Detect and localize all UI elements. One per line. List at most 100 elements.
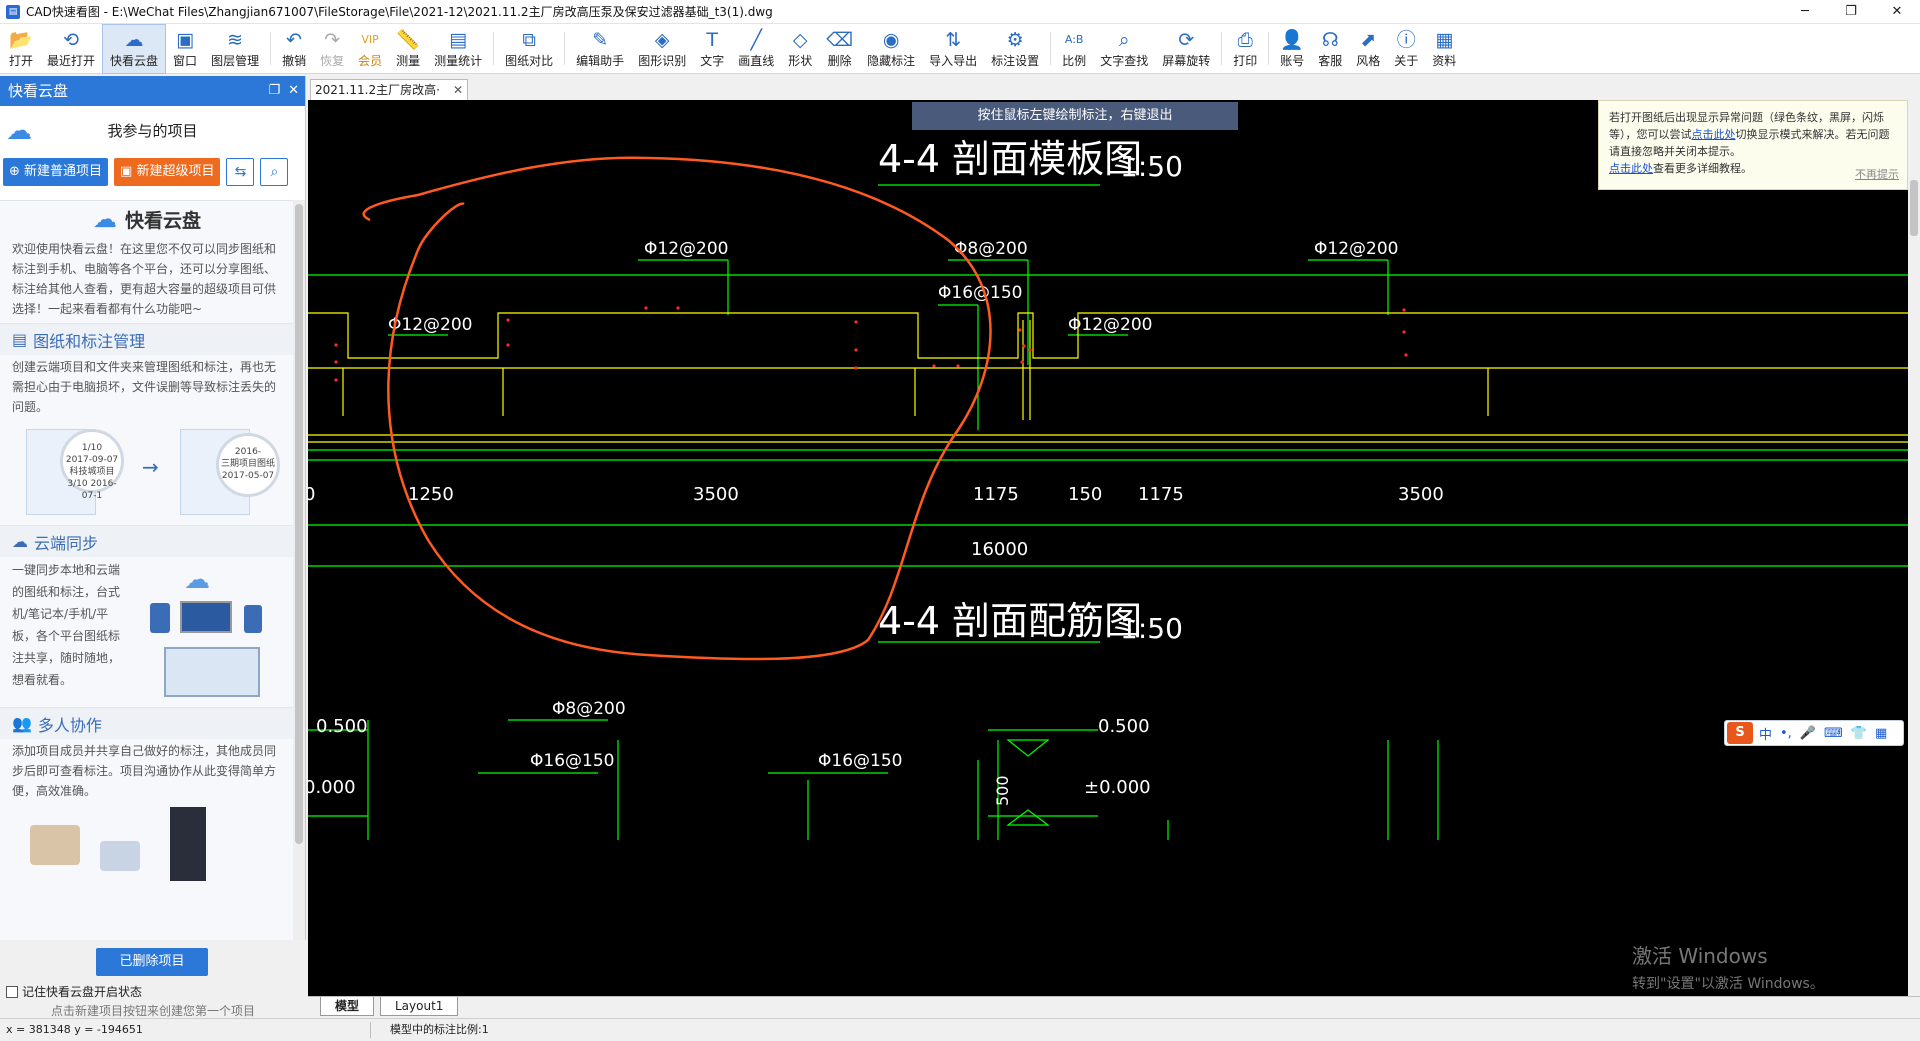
chart-icon: ▤ xyxy=(449,29,468,51)
dont-show-again-link[interactable]: 不再提示 xyxy=(1855,168,1899,181)
delete-button[interactable]: ⌫删除 xyxy=(819,24,860,74)
checkbox-box[interactable] xyxy=(6,985,18,998)
redo-button[interactable]: ↷恢复 xyxy=(313,24,351,74)
canvas-scrollbar[interactable] xyxy=(1908,100,1920,996)
headset-icon: ☊ xyxy=(1321,29,1339,51)
canvas-scroll-thumb[interactable] xyxy=(1910,180,1918,236)
toolbar-separator xyxy=(1268,32,1270,65)
shape-icon: ◇ xyxy=(792,29,808,51)
hide-mark-button[interactable]: ◉隐藏标注 xyxy=(860,24,922,74)
print-button[interactable]: ⎙打印 xyxy=(1226,24,1264,74)
undo-button[interactable]: ↶撤销 xyxy=(275,24,313,74)
markup-freehand-circle[interactable] xyxy=(362,156,992,661)
import-export-button[interactable]: ⇅导入导出 xyxy=(922,24,984,74)
ime-mic-icon[interactable]: 🎤 xyxy=(1799,725,1817,741)
edit-helper-button[interactable]: ✎编辑助手 xyxy=(569,24,631,74)
my-projects-row[interactable]: ☁ 我参与的项目 xyxy=(0,106,305,154)
rebar-dot xyxy=(644,306,648,310)
style-button[interactable]: ⬈风格 xyxy=(1349,24,1387,74)
rotate-button[interactable]: ⟳屏幕旋转 xyxy=(1155,24,1217,74)
eraser-icon: ⌫ xyxy=(826,29,854,51)
display-issue-notice: 若打开图纸后出现显示异常问题（绿色条纹，黑屏，闪烁等），您可以尝试点击此处切换显… xyxy=(1598,100,1908,190)
layers-button[interactable]: ≋ 图层管理 xyxy=(204,24,266,74)
shape-button[interactable]: ◇ 形状 xyxy=(781,24,819,74)
service-label: 客服 xyxy=(1318,54,1343,68)
open-button[interactable]: 📂打开 xyxy=(2,24,40,74)
restore-button[interactable]: ❐ xyxy=(1845,4,1857,19)
cloud-button[interactable]: ☁快看云盘 xyxy=(102,24,167,74)
window-controls: ─ ❐ ✕ xyxy=(1782,0,1920,24)
cloud-panel-title: 快看云盘 xyxy=(8,82,69,100)
toolbar-separator xyxy=(493,32,495,65)
settings-icon: ⚙ xyxy=(1006,29,1024,51)
rotate-icon: ⟳ xyxy=(1178,29,1195,51)
toolbar-separator xyxy=(270,32,272,65)
line-button[interactable]: ╱画直线 xyxy=(731,24,781,74)
minimize-button[interactable]: ─ xyxy=(1801,4,1809,19)
status-bar: x = 381348 y = -194651 模型中的标注比例:1 xyxy=(0,1018,1920,1040)
eye-hide-icon: ◉ xyxy=(882,29,900,51)
document-tab-label: 2021.11.2主厂房改高· xyxy=(315,83,440,97)
ime-keyboard-icon[interactable]: ⌨ xyxy=(1824,725,1843,741)
deleted-projects-button[interactable]: 已删除项目 xyxy=(96,948,208,976)
drawing-canvas[interactable]: 4-4 剖面模板图 1:50 4-4 剖面配筋图 1:50 Φ12@200 Φ8… xyxy=(308,100,1908,996)
rebar-label: Φ12@200 xyxy=(644,239,728,259)
find-text-button[interactable]: ⌕文字查找 xyxy=(1093,24,1155,74)
new-super-project-button[interactable]: ▣ 新建超级项目 xyxy=(114,158,221,186)
panel-scroll-thumb[interactable] xyxy=(295,204,303,844)
docs-button[interactable]: ▦资料 xyxy=(1425,24,1463,74)
panel-float-icon[interactable]: ❐ xyxy=(268,83,281,98)
slab-outline xyxy=(308,312,1908,359)
sync-illustration: ☁ xyxy=(140,557,280,707)
ime-punctuation-icon[interactable]: •, xyxy=(1780,725,1792,741)
compare-button[interactable]: ⧉图纸对比 xyxy=(498,24,560,74)
remember-state-checkbox[interactable]: 记住快看云盘开启状态 xyxy=(6,983,142,1000)
rebar-label: Φ16@150 xyxy=(938,283,1022,303)
service-button[interactable]: ☊ 客服 xyxy=(1311,24,1349,74)
sync-icon[interactable]: ⇆ xyxy=(226,158,255,186)
sogou-icon[interactable]: S xyxy=(1727,722,1753,744)
rebar-dot xyxy=(676,306,680,310)
section-drawing-management: ▤ 图纸和标注管理 xyxy=(0,323,294,355)
account-button[interactable]: 👤账号 xyxy=(1273,24,1311,74)
notice-link-switch-mode[interactable]: 点击此处 xyxy=(1691,128,1736,141)
search-icon[interactable]: ⌕ xyxy=(260,158,289,186)
annotation-scale: 模型中的标注比例:1 xyxy=(390,1023,489,1036)
docs-label: 资料 xyxy=(1432,54,1457,68)
toolbar-separator xyxy=(1050,32,1052,65)
sync-body: 一键同步本地和云端的图纸和标注，台式机/笔记本/手机/平板，各个平台图纸标注共享… xyxy=(0,557,294,707)
ime-menu-icon[interactable]: ▦ xyxy=(1874,725,1888,741)
close-button[interactable]: ✕ xyxy=(1891,4,1903,19)
style-icon: ⬈ xyxy=(1360,29,1377,51)
mark-settings-button[interactable]: ⚙标注设置 xyxy=(984,24,1046,74)
measure-button[interactable]: 📏测量 xyxy=(389,24,427,74)
panel-close-icon[interactable]: ✕ xyxy=(288,83,299,98)
recent-button[interactable]: ⟲最近打开 xyxy=(40,24,102,74)
item-year: 2016- xyxy=(234,447,262,457)
ime-chinese-mode[interactable]: 中 xyxy=(1759,727,1773,743)
item-date: 2017-09-07 xyxy=(65,455,119,465)
shape-recog-button[interactable]: ◈图形识别 xyxy=(631,24,693,74)
new-normal-project-button[interactable]: ⊕ 新建普通项目 xyxy=(3,158,109,186)
cad-drawing[interactable]: 4-4 剖面模板图 1:50 4-4 剖面配筋图 1:50 Φ12@200 Φ8… xyxy=(308,100,1908,996)
shape-label: 形状 xyxy=(788,54,813,68)
layers-icon: ≋ xyxy=(227,29,244,51)
cloud-panel: 快看云盘 ❐ ✕ ☁ 我参与的项目 ⊕ 新建普通项目 ▣ 新建超级项目 ⇆ ⌕ ☁… xyxy=(0,76,306,1021)
ime-skin-icon[interactable]: 👕 xyxy=(1850,725,1867,741)
document-tab[interactable]: 2021.11.2主厂房改高· ✕ xyxy=(310,79,468,100)
tab-model[interactable]: 模型 xyxy=(320,997,375,1016)
panel-scrollbar[interactable] xyxy=(293,200,305,940)
tab-layout1[interactable]: Layout1 xyxy=(380,997,459,1016)
tab-close-icon[interactable]: ✕ xyxy=(452,83,463,97)
measure-stats-button[interactable]: ▤测量统计 xyxy=(427,24,489,74)
window-button[interactable]: ▣窗口 xyxy=(166,24,204,74)
ime-toolbar[interactable]: S 中 •, 🎤 ⌨ 👕 ▦ xyxy=(1724,720,1904,746)
window-label: 窗口 xyxy=(173,54,198,68)
dimension: 1175 xyxy=(1138,484,1184,505)
notice-link-tutorial[interactable]: 点击此处 xyxy=(1609,162,1653,175)
layers-label: 图层管理 xyxy=(211,54,260,68)
